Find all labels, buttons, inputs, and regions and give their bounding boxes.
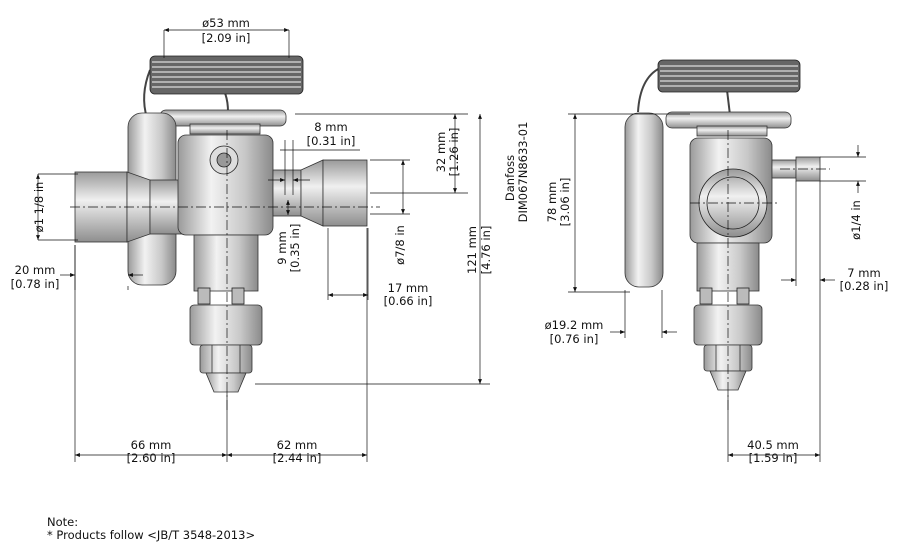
dim-left20-mm: 20 mm: [15, 263, 56, 277]
dimension-labels: ø53 mm [2.09 in] ø1 1/8 in 20 mm [0.78 i…: [11, 16, 889, 465]
dim-outlet-mm: 8 mm: [314, 120, 347, 134]
side-coil: [657, 59, 801, 93]
dim-seven-mm: 7 mm: [847, 266, 880, 280]
dim-height121-in: [4.76 in]: [479, 226, 493, 275]
dim-height32-in: [1.26 in]: [447, 128, 461, 177]
dim-dia19-mm: ø19.2 mm: [545, 318, 604, 332]
dim-h78-mm: 78 mm: [545, 182, 559, 223]
dim-dia14-in: ø1/4 in: [849, 200, 863, 240]
dim-top-dia-in: [2.09 in]: [202, 31, 251, 45]
dimension-lines-left: [36, 28, 490, 462]
dimension-lines-right: [568, 113, 866, 462]
valve-front-view: [74, 55, 368, 393]
dim-nine-in: [0.35 in]: [288, 224, 302, 273]
dim-left20-in: [0.78 in]: [11, 277, 60, 291]
dim-dia19-in: [0.76 in]: [550, 332, 599, 346]
dim-h78-in: [3.06 in]: [558, 178, 572, 227]
dim-outlet-in: [0.31 in]: [307, 134, 356, 148]
dim-dia78-in: ø7/8 in: [393, 225, 407, 265]
dim-sixtytwo-in: [2.44 in]: [273, 451, 322, 465]
brand-name: Danfoss: [503, 155, 517, 201]
dim-fortyhalf-mm: 40.5 mm: [747, 438, 799, 452]
dim-height32-mm: 32 mm: [434, 132, 448, 173]
dim-height121-mm: 121 mm: [465, 226, 479, 274]
dim-seven-in: [0.28 in]: [840, 279, 889, 293]
dim-sixtysix-in: [2.60 in]: [127, 451, 176, 465]
bulb-coil: [149, 55, 304, 95]
dim-sixtysix-mm: 66 mm: [131, 438, 172, 452]
dim-nine-mm: 9 mm: [275, 231, 289, 264]
dim-pipe-left-dia: ø1 1/8 in: [32, 182, 46, 233]
note-text: * Products follow <JB/T 3548-2013>: [47, 528, 256, 542]
note-title: Note:: [47, 515, 79, 529]
brand-doc-id: DIM067N8633-01: [516, 122, 530, 223]
dim-fortyhalf-in: [1.59 in]: [749, 451, 798, 465]
dim-seventeen-in: [0.66 in]: [384, 294, 433, 308]
dim-top-dia-mm: ø53 mm: [202, 16, 250, 30]
dim-sixtytwo-mm: 62 mm: [277, 438, 318, 452]
dim-seventeen-mm: 17 mm: [388, 281, 429, 295]
valve-side-view: [624, 59, 821, 391]
